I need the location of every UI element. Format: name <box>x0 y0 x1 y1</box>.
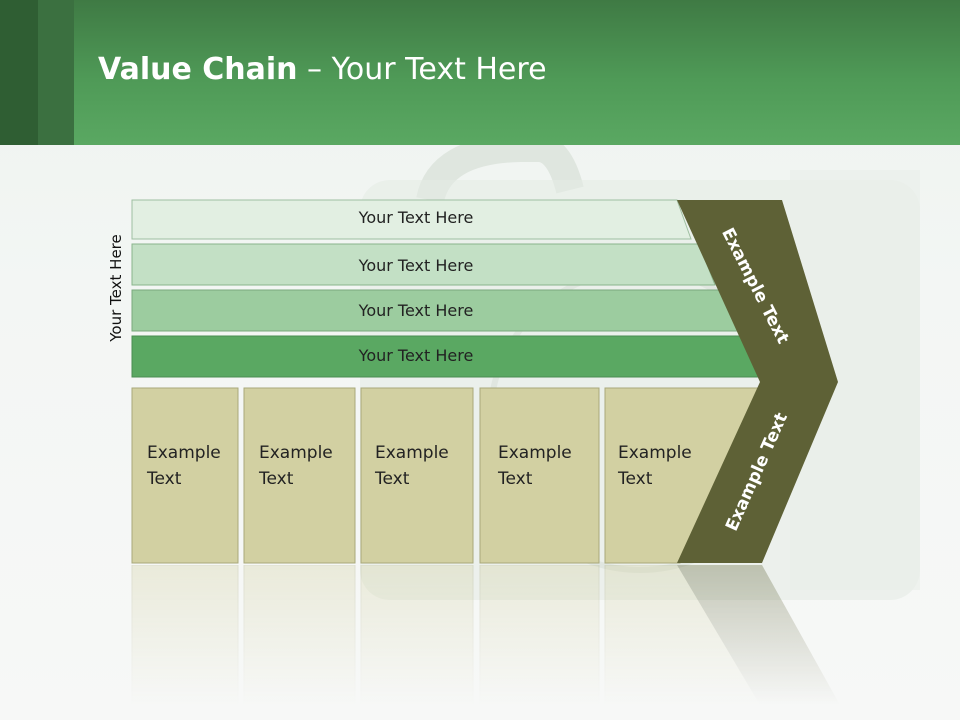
chevron-arrow <box>677 200 838 563</box>
box-5-line-1: Example <box>618 443 692 463</box>
bar-2 <box>131 243 716 286</box>
bar-1 <box>131 199 692 240</box>
box-3-line-2: Text <box>375 469 410 489</box>
title-bold: Value Chain <box>98 52 298 87</box>
box-3-label: Example Text <box>375 440 449 492</box>
title-rest: – Your Text Here <box>297 52 547 87</box>
box-1-label: Example Text <box>147 440 221 492</box>
box-4-line-2: Text <box>498 469 533 489</box>
box-2-line-1: Example <box>259 443 333 463</box>
header-bar: Value Chain – Your Text Here <box>0 0 960 145</box>
bar-3-label: Your Text Here <box>358 301 474 320</box>
bar-1-label: Your Text Here <box>358 208 474 227</box>
bar-2-label: Your Text Here <box>358 256 474 275</box>
box-1 <box>131 387 239 564</box>
box-3-line-1: Example <box>375 443 449 463</box>
box-5-line-2: Text <box>618 469 653 489</box>
box-1-line-1: Example <box>147 443 221 463</box>
page-title: Value Chain – Your Text Here <box>98 52 547 87</box>
box-4-label: Example Text <box>498 440 572 492</box>
box-1-line-2: Text <box>147 469 182 489</box>
header-accent-band <box>0 0 38 145</box>
box-5-label: Example Text <box>618 440 692 492</box>
reflection <box>130 565 850 705</box>
box-4 <box>479 387 600 564</box>
box-4-line-1: Example <box>498 443 572 463</box>
reflection-shapes <box>131 565 840 705</box>
bar-4-label: Your Text Here <box>358 346 474 365</box>
box-2 <box>243 387 356 564</box>
box-3 <box>360 387 474 564</box>
box-2-label: Example Text <box>259 440 333 492</box>
box-2-line-2: Text <box>259 469 294 489</box>
header-accent-band <box>38 0 74 145</box>
